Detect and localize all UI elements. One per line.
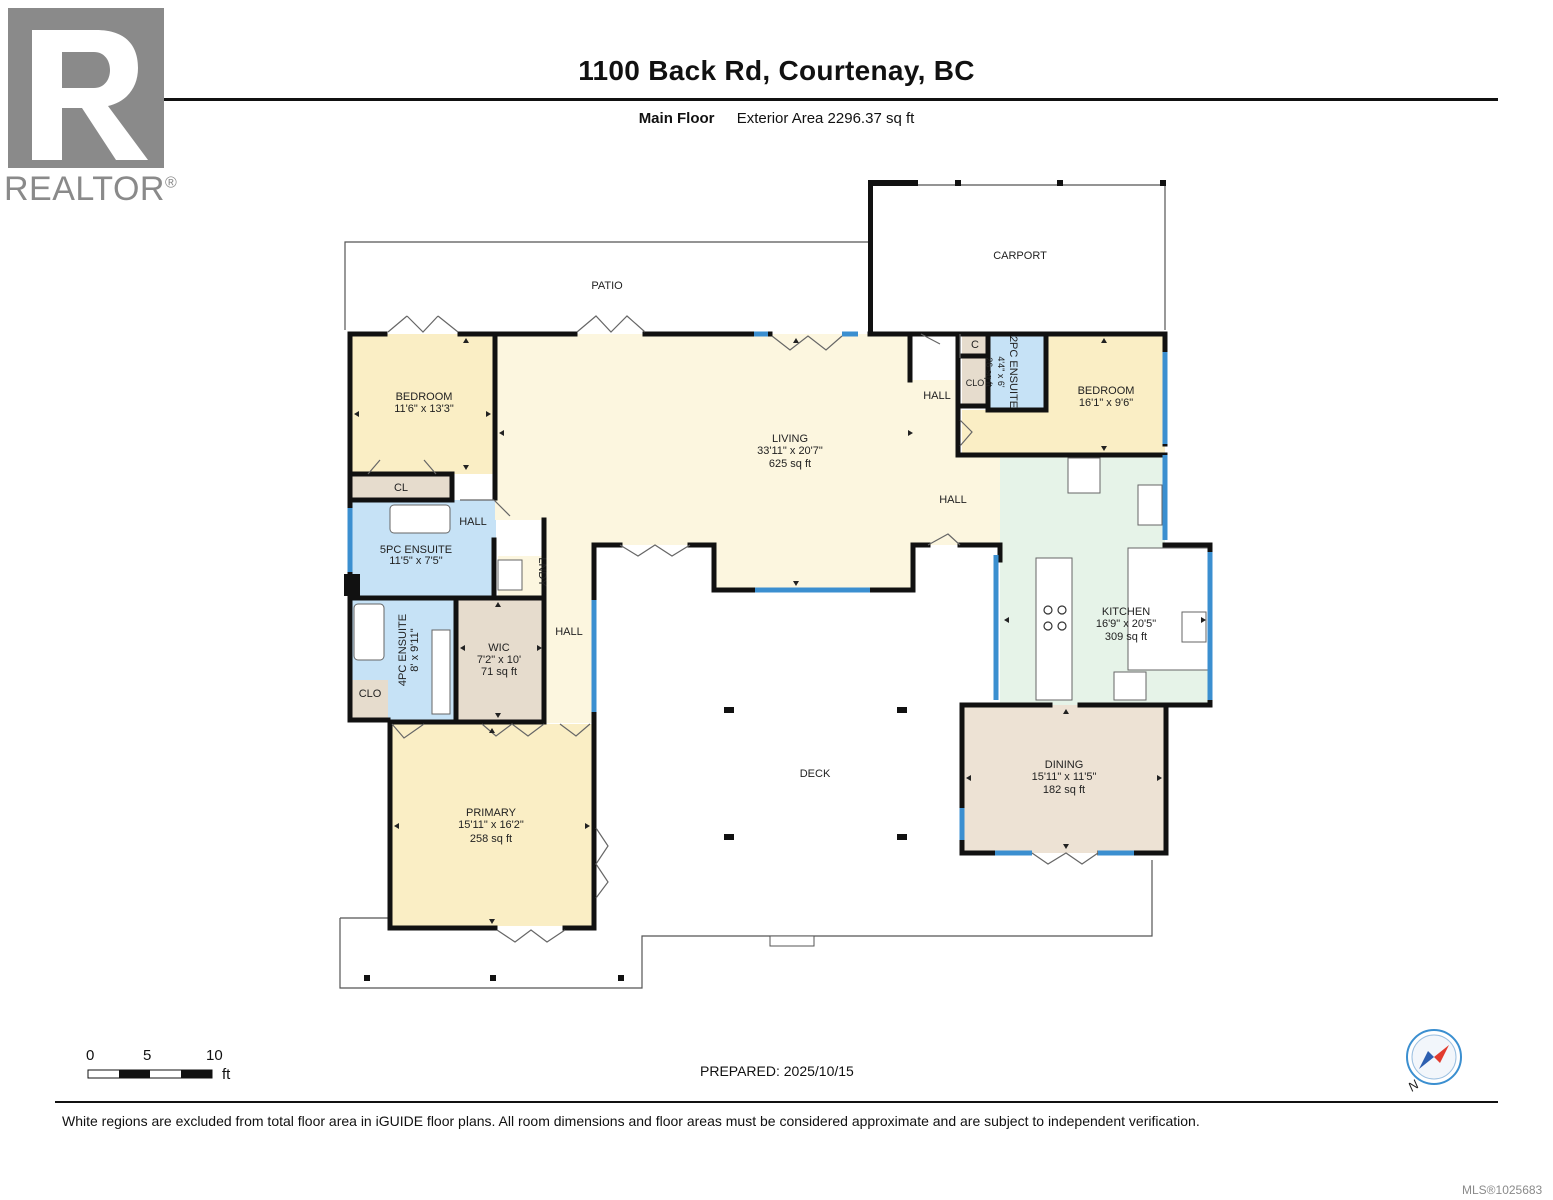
- scale-tick-5: 5: [143, 1047, 152, 1064]
- carport-posts: [868, 180, 1166, 334]
- chimney-block: [344, 574, 360, 596]
- scale-bar: [87, 1069, 213, 1079]
- deck-posts: [364, 707, 907, 981]
- living-dims: 33'11" x 20'7": [757, 445, 823, 457]
- realtor-wordmark: REALTOR®: [4, 170, 178, 208]
- wic-label: WIC: [488, 642, 509, 654]
- ensuite-2pc-area: 26 sq ft: [984, 357, 994, 387]
- kitchen-label: KITCHEN: [1102, 606, 1150, 618]
- mls-number: MLS®1025683: [1462, 1183, 1543, 1197]
- dining-label: DINING: [1045, 759, 1084, 771]
- living-area: 625 sq ft: [769, 458, 811, 470]
- dining-area: 182 sq ft: [1043, 784, 1085, 796]
- title-divider: [55, 98, 1498, 101]
- cooktop-icon: [1043, 605, 1067, 631]
- bedroom-west-dims: 11'6" x 13'3": [394, 403, 454, 415]
- kitchen-area: 309 sq ft: [1105, 631, 1147, 643]
- door-swings: [367, 315, 1099, 943]
- living-label: LIVING: [772, 433, 808, 445]
- bedroom-west-label: BEDROOM: [396, 391, 453, 403]
- dimension-arrows: [354, 338, 1206, 924]
- floor-label: Main Floor: [638, 110, 715, 127]
- cl-label: CL: [394, 482, 408, 494]
- compass-icon: [1406, 1029, 1462, 1085]
- wic-area: 71 sq ft: [481, 666, 517, 678]
- ensuite-4pc-label: 4PC ENSUITE: [397, 614, 409, 686]
- hall-center-label: HALL: [939, 494, 967, 506]
- footer-disclaimer: White regions are excluded from total fl…: [62, 1113, 1200, 1129]
- carport-label: CARPORT: [993, 250, 1047, 262]
- bedroom-east-label: BEDROOM: [1078, 385, 1135, 397]
- ensuite-4pc-dims: 8' x 9'11": [409, 628, 421, 671]
- scale-tick-10: 10: [206, 1047, 223, 1064]
- ensuite-2pc-dims: 4'4" x 6': [996, 356, 1006, 387]
- exterior-area-label: Exterior Area 2296.37 sq ft: [736, 110, 915, 127]
- lndy-label: LNDY: [536, 557, 548, 587]
- bedroom-east-dims: 16'1" x 9'6": [1079, 397, 1133, 409]
- c-label: C: [971, 339, 979, 351]
- scale-tick-0: 0: [86, 1047, 95, 1064]
- ensuite-5pc-dims: 11'5" x 7'5": [389, 555, 442, 567]
- fixtures: [353, 457, 1209, 715]
- wic-dims: 7'2" x 10': [477, 654, 521, 666]
- scale-unit: ft: [222, 1066, 231, 1083]
- prepared-date: PREPARED: 2025/10/15: [700, 1063, 854, 1079]
- ensuite-5pc-label: 5PC ENSUITE: [380, 544, 452, 556]
- clo-west-label: CLO: [359, 688, 382, 700]
- hall-north-label: HALL: [923, 390, 951, 402]
- hall-small-label: HALL: [459, 516, 487, 528]
- dining-dims: 15'11" x 11'5": [1032, 771, 1097, 783]
- realtor-logo-icon: [8, 8, 164, 168]
- room-labels: PATIO CARPORT BEDROOM 11'6" x 13'3" CL H…: [359, 250, 1157, 845]
- ensuite-2pc-label: 2PC ENSUITE: [1007, 336, 1019, 408]
- windows: [347, 331, 1213, 856]
- patio-label: PATIO: [591, 280, 623, 292]
- kitchen-dims: 16'9" x 20'5": [1096, 618, 1156, 630]
- deck-label: DECK: [800, 768, 831, 780]
- primary-label: PRIMARY: [466, 807, 517, 819]
- clo-east-label: CLO: [966, 378, 985, 388]
- page-title: 1100 Back Rd, Courtenay, BC: [578, 55, 975, 86]
- footer-divider: [55, 1101, 1498, 1103]
- floor-subheading: Main Floor Exterior Area 2296.37 sq ft: [0, 110, 1553, 127]
- primary-area: 258 sq ft: [470, 833, 512, 845]
- hall-west-label: HALL: [555, 626, 583, 638]
- walls: [347, 331, 1213, 931]
- primary-dims: 15'11" x 16'2": [458, 819, 524, 831]
